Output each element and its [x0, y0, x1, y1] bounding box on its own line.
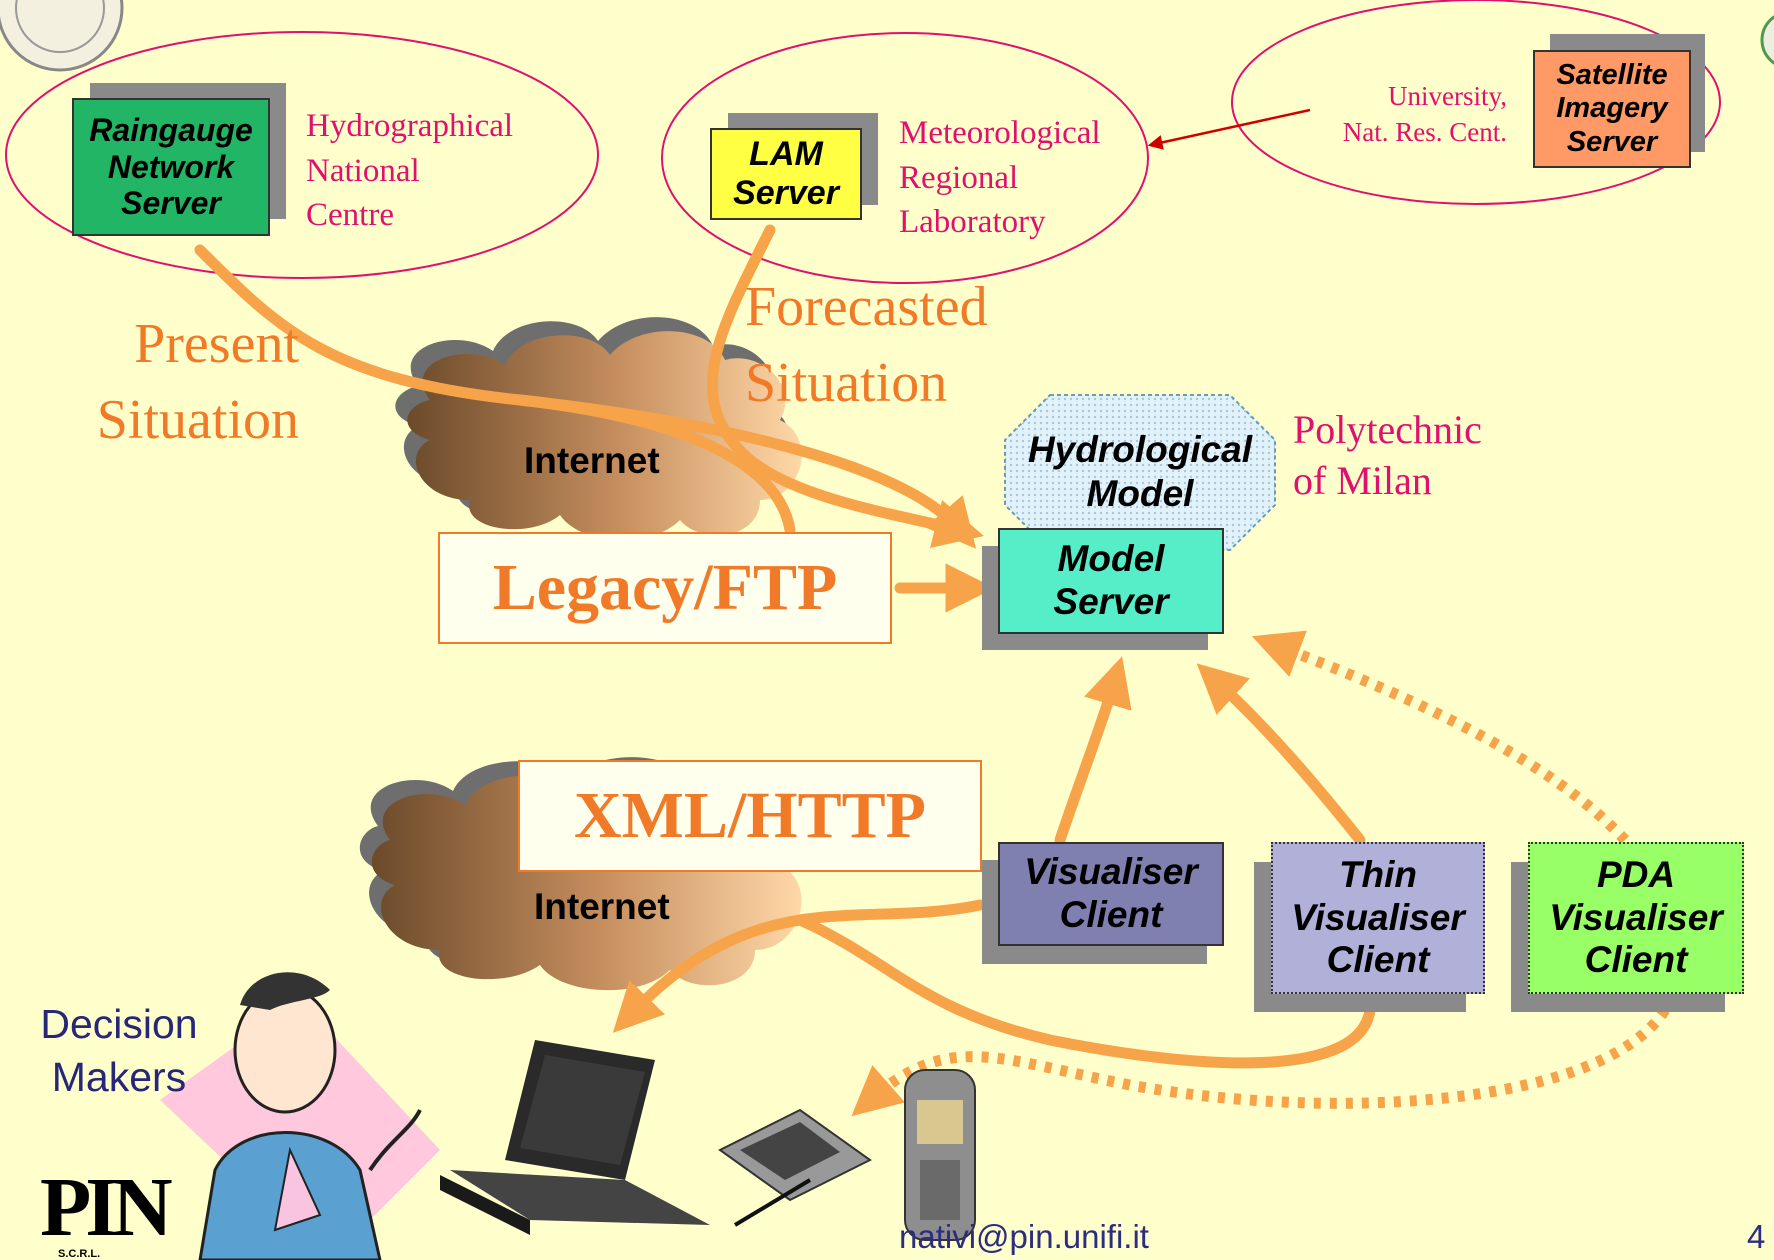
pda-line-3: Client [1584, 939, 1688, 981]
raingauge-line-1: Raingauge [89, 111, 253, 148]
model-server-box[interactable]: Model Server [998, 528, 1224, 634]
pda-line-2: Visualiser [1549, 896, 1723, 938]
hydro-line-1: Hydrological [1027, 429, 1253, 470]
thin-line-3: Client [1326, 939, 1430, 981]
pda-flow-arrows [851, 630, 1670, 1117]
hydrographical-line-1: Hydrographical [306, 108, 514, 144]
hydrological-model-octagon [1004, 394, 1276, 551]
partner-emblem-icon [1760, 15, 1774, 65]
university-line-1: University, [1388, 81, 1507, 111]
raingauge-to-legacy-arrow [514, 394, 796, 536]
internet-bottom-label: Internet [534, 886, 670, 927]
meteorological-line-3: Laboratory [899, 204, 1046, 241]
satellite-to-meteo-arrow [1147, 108, 1311, 150]
polytechnic-line-2: of Milan [1293, 458, 1432, 504]
data-flow-arrows [194, 224, 1376, 1069]
satellite-line-1: Satellite [1556, 58, 1668, 91]
present-line-2: Situation [96, 388, 299, 451]
university-ellipse [1231, 0, 1721, 205]
university-line-2: Nat. Res. Cent. [1342, 117, 1507, 148]
visualiser-client-box[interactable]: Visualiser Client [998, 842, 1224, 946]
model-server-line-2: Server [1053, 581, 1169, 622]
hydro-line-2: Model [1086, 473, 1194, 515]
meteorological-lab-ellipse [661, 32, 1149, 284]
visualiser-line-1: Visualiser [1024, 851, 1198, 893]
thin-line-2: Visualiser [1291, 896, 1465, 938]
polytechnic-label: Polytechnic of Milan [1293, 404, 1482, 506]
hydrological-model-label: Hydrological Model [1005, 428, 1275, 517]
hydrographical-centre-ellipse [5, 31, 599, 279]
meteorological-label: Meteorological Regional Laboratory [899, 111, 1101, 245]
xml-http-box: XML/HTTP [518, 760, 982, 872]
forecasted-situation-label: Forecasted Situation [745, 270, 988, 421]
internet-top-label: Internet [524, 440, 660, 481]
mobile-phone-icon [904, 1069, 976, 1241]
laptop-icon [440, 1040, 710, 1235]
visualiser-to-model-arrow [1054, 656, 1132, 846]
meteorological-line-1: Meteorological [899, 115, 1101, 151]
internet-cloud-top [395, 317, 802, 541]
pda-to-palmtop-arrow [851, 1006, 1670, 1117]
raingauge-line-2: Network [107, 148, 235, 185]
satellite-line-2: Imagery [1556, 92, 1668, 125]
university-seal-icon [0, 0, 124, 72]
thin-line-1: Thin [1338, 854, 1418, 896]
forecast-line-2: Situation [745, 351, 948, 414]
page-number: 4 [1747, 1218, 1766, 1255]
hydrographical-line-3: Centre [306, 197, 394, 234]
thin-visualiser-client-box[interactable]: Thin Visualiser Client [1271, 842, 1485, 994]
pin-logo-text: PIN [40, 1161, 173, 1254]
lam-line-2: Server [733, 174, 839, 212]
decision-line-2: Makers [51, 1054, 187, 1101]
pda-line-1: PDA [1596, 854, 1676, 896]
meteorological-line-2: Regional [899, 159, 1019, 196]
decision-makers-label: Decision Makers [24, 998, 214, 1105]
raingauge-line-3: Server [121, 185, 221, 222]
forecast-line-1: Forecasted [745, 276, 988, 338]
lam-to-model-arrow [706, 224, 985, 549]
lam-line-1: LAM [749, 134, 823, 173]
palmtop-icon [718, 1108, 872, 1227]
pda-to-model-arrow [1251, 630, 1630, 844]
legacy-ftp-box: Legacy/FTP [438, 532, 892, 644]
decision-maker-illustration [160, 972, 440, 1260]
pda-visualiser-client-box[interactable]: PDA Visualiser Client [1528, 842, 1744, 994]
satellite-line-3: Server [1566, 125, 1658, 158]
hydrographical-line-2: National [306, 152, 420, 189]
visualiser-line-2: Client [1059, 894, 1163, 935]
footer-email[interactable]: nativi@pin.unifi.it [899, 1218, 1149, 1255]
present-situation-label: Present Situation [74, 307, 299, 458]
hydrographical-label: Hydrographical National Centre [306, 104, 513, 238]
university-label: University, Nat. Res. Cent. [1315, 78, 1507, 151]
raingauge-server-box[interactable]: Raingauge Network Server [72, 98, 270, 236]
pin-logo: PIN S.C.R.L. [40, 1161, 173, 1260]
thin-client-to-laptop-arrow [794, 914, 1376, 1069]
pin-logo-sub: S.C.R.L. [58, 1248, 101, 1260]
decision-line-1: Decision [40, 1001, 198, 1047]
model-server-line-1: Model [1057, 538, 1165, 580]
thin-client-to-model-arrow [1196, 663, 1366, 846]
polytechnic-line-1: Polytechnic [1293, 407, 1482, 452]
lam-server-box[interactable]: LAM Server [710, 128, 862, 220]
satellite-server-box[interactable]: Satellite Imagery Server [1533, 50, 1691, 168]
present-line-1: Present [134, 313, 299, 375]
